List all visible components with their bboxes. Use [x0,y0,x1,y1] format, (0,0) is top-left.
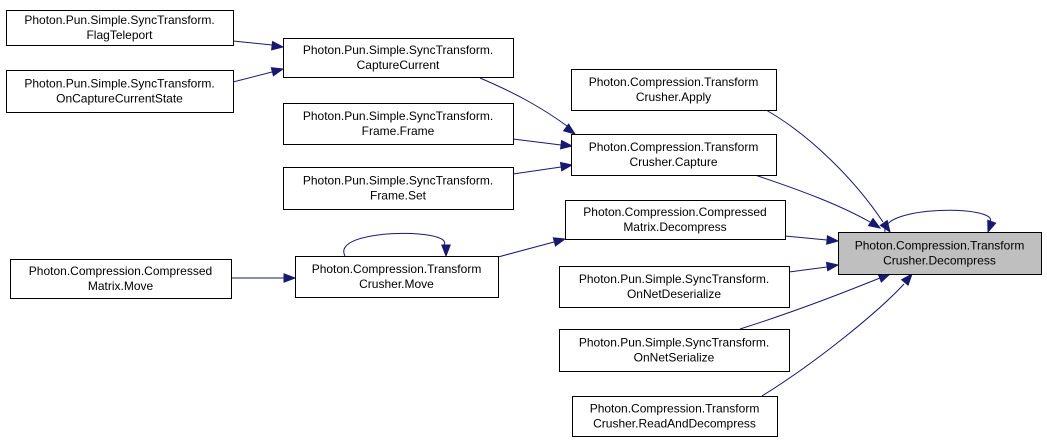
node-label-line: Matrix.Move [88,279,154,293]
arrowhead-icon [559,139,574,150]
node-label-line: Crusher.Move [359,277,434,291]
node-box [283,103,514,145]
node-flagteleport[interactable]: Photon.Pun.Simple.SyncTransform.FlagTele… [6,10,234,46]
node-onnetserialize[interactable]: Photon.Pun.Simple.SyncTransform.OnNetSer… [559,329,790,372]
node-box [295,256,499,298]
arrowhead-icon [441,244,451,258]
node-box [6,10,234,46]
edge-flagteleport-to-capturecurrent [232,40,285,51]
node-label-line: OnCaptureCurrentState [56,92,183,106]
node-apply[interactable]: Photon.Compression.TransformCrusher.Appl… [571,69,777,111]
edge-decompress-to-decompress [884,209,997,234]
edge-line [232,40,273,46]
node-label-line: Photon.Compression.Transform [589,140,759,154]
arrowhead-icon [877,273,892,283]
node-box [6,70,234,113]
node-box [565,200,786,240]
node-box [283,38,514,78]
node-label-line: Photon.Pun.Simple.SyncTransform. [579,272,769,286]
edge-line [343,232,445,257]
node-box [283,167,514,210]
node-label-line: Photon.Compression.Transform [855,239,1025,253]
edge-readanddecompress-to-decompress [761,272,913,397]
node-compressed-decompress[interactable]: Photon.Compression.CompressedMatrix.Deco… [565,200,786,240]
edge-line [512,166,562,175]
edge-oncapturecurrentstate-to-capturecurrent [232,67,285,83]
edge-capture-to-decompress [754,174,882,229]
node-decompress: Photon.Compression.TransformCrusher.Deco… [838,232,1042,275]
node-capture[interactable]: Photon.Compression.TransformCrusher.Capt… [571,134,777,176]
edge-line [765,109,884,223]
arrowhead-icon [552,237,567,247]
node-box [571,69,777,111]
arrowhead-icon [562,123,577,135]
node-label-line: Frame.Set [370,189,427,203]
arrowhead-icon [987,219,997,234]
edge-onnetdeserialize-to-decompress [788,261,840,273]
arrowhead-icon [270,40,285,51]
edge-line [739,277,881,330]
node-label-line: Matrix.Decompress [623,220,726,234]
node-label-line: Photon.Compression.Transform [312,262,482,276]
edge-line [784,235,828,241]
node-label-line: OnNetSerialize [634,351,715,365]
edge-line [232,71,273,83]
node-label-line: Photon.Compression.Compressed [583,205,766,219]
node-box [571,134,777,176]
node-label-line: Frame.Frame [362,124,435,138]
edge-line [788,266,828,273]
arrowhead-icon [559,161,574,172]
node-label-line: Photon.Pun.Simple.SyncTransform. [24,13,214,27]
node-box [10,259,232,299]
arrowhead-icon [270,67,285,77]
arrowhead-icon [867,217,882,229]
node-label-line: Crusher.Apply [636,90,711,104]
node-box [572,396,778,437]
node-label-line: Photon.Pun.Simple.SyncTransform. [579,336,769,350]
arrowhead-icon [283,273,297,283]
edge-transform-move-to-transform-move [343,232,451,258]
node-label-line: Crusher.ReadAndDecompress [593,417,756,431]
node-label-line: Crusher.Decompress [883,254,996,268]
arrowhead-icon [900,272,913,286]
node-label-line: CaptureCurrent [357,58,440,72]
node-readanddecompress[interactable]: Photon.Compression.TransformCrusher.Read… [572,396,778,437]
node-oncapturecurrentstate[interactable]: Photon.Pun.Simple.SyncTransform.OnCaptur… [6,70,234,113]
node-capturecurrent[interactable]: Photon.Pun.Simple.SyncTransform.CaptureC… [283,38,514,78]
node-box [559,329,790,372]
node-label-line: FlagTeleport [86,28,153,42]
edge-line [884,209,991,233]
node-label-line: Photon.Compression.Compressed [29,264,212,278]
edge-line [497,241,555,258]
edge-compressed-decompress-to-decompress [784,235,840,245]
node-label-line: Photon.Compression.Transform [589,75,759,89]
edge-transform-move-to-compressed-decompress [497,237,567,258]
node-label-line: Photon.Pun.Simple.SyncTransform. [303,109,493,123]
node-box [838,232,1042,275]
node-label-line: Photon.Compression.Transform [590,402,760,416]
edge-frame-frame-to-capture [512,138,574,150]
node-label-line: Photon.Pun.Simple.SyncTransform. [303,174,493,188]
node-label-line: Photon.Pun.Simple.SyncTransform. [24,77,214,91]
edge-line [479,77,568,127]
edge-frame-set-to-capture [512,161,574,175]
arrowhead-icon [825,261,840,272]
node-box [559,266,790,308]
node-frame-set[interactable]: Photon.Pun.Simple.SyncTransform.Frame.Se… [283,167,514,210]
edge-line [761,283,905,397]
arrowhead-icon [826,235,840,245]
edge-line [512,138,562,146]
edge-line [754,174,871,223]
node-onnetdeserialize[interactable]: Photon.Pun.Simple.SyncTransform.OnNetDes… [559,266,790,308]
node-label-line: Crusher.Capture [629,155,717,169]
edge-capturecurrent-to-capture [479,77,577,135]
node-label-line: Photon.Pun.Simple.SyncTransform. [303,43,493,57]
edge-compressed-move-to-transform-move [231,273,297,283]
node-label-line: OnNetDeserialize [627,287,721,301]
node-frame-frame[interactable]: Photon.Pun.Simple.SyncTransform.Frame.Fr… [283,103,514,145]
